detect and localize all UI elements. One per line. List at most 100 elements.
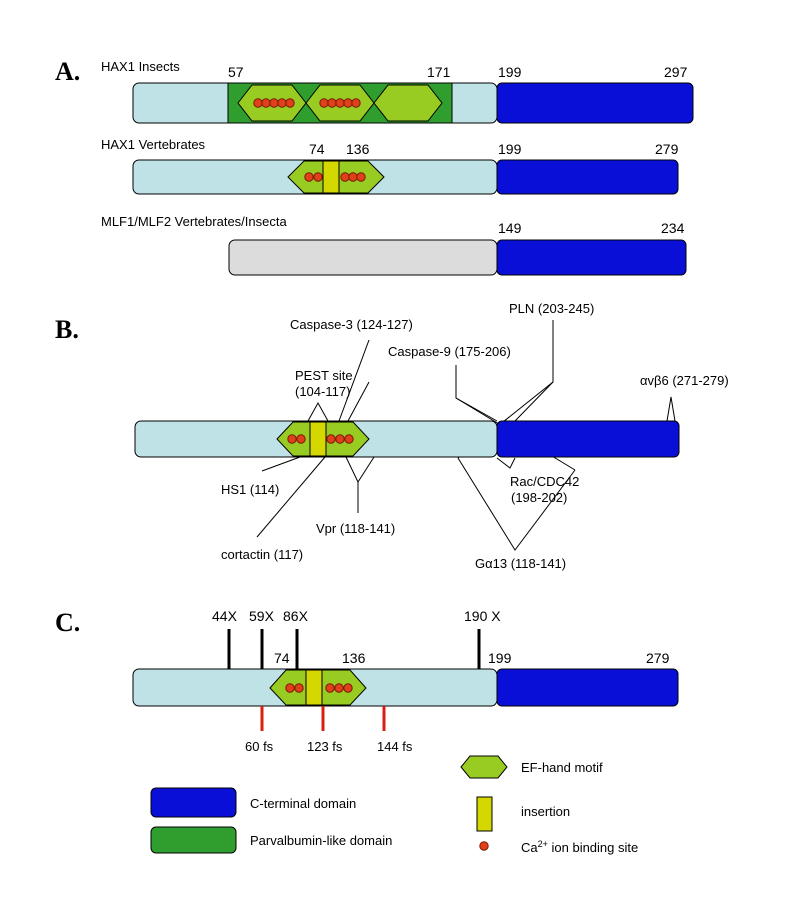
mlf-label: MLF1/MLF2 Vertebrates/Insecta bbox=[101, 214, 287, 229]
ca-binding-site bbox=[325, 683, 335, 693]
vertebrates-pos-279: 279 bbox=[655, 141, 679, 157]
nonsense-190x-label: 190 X bbox=[464, 608, 501, 624]
mlf-n-terminal-region bbox=[228, 239, 498, 276]
legend-ef-hand-label: EF-hand motif bbox=[521, 760, 603, 775]
hax1-vertebrates-domain-bar bbox=[132, 159, 679, 195]
panel-b-letter: B. bbox=[55, 315, 79, 344]
legend-ca-suffix: ion binding site bbox=[548, 840, 638, 855]
c-pos-199: 199 bbox=[488, 650, 512, 666]
mlf-pos-234: 234 bbox=[661, 220, 685, 236]
ca-binding-site bbox=[253, 98, 263, 108]
frameshift-123fs-label: 123 fs bbox=[307, 739, 343, 754]
caspase3-connector-2 bbox=[347, 381, 370, 422]
ca-binding-site bbox=[285, 98, 295, 108]
mlf-pos-149: 149 bbox=[498, 220, 522, 236]
insects-pos-171: 171 bbox=[427, 64, 451, 80]
frameshift-144fs-label: 144 fs bbox=[377, 739, 413, 754]
caspase9-connector-2 bbox=[455, 397, 498, 422]
ca-binding-site bbox=[340, 172, 350, 182]
legend-c-terminal-swatch bbox=[150, 787, 237, 818]
ca-binding-site bbox=[343, 683, 353, 693]
ca-binding-site bbox=[326, 434, 336, 444]
ca-binding-site bbox=[304, 172, 314, 182]
nonsense-86x-label: 86X bbox=[283, 608, 309, 624]
vertebrates-pos-199: 199 bbox=[498, 141, 522, 157]
ca-binding-site bbox=[348, 172, 358, 182]
caspase3-connector bbox=[338, 339, 370, 422]
ca-binding-site bbox=[269, 98, 279, 108]
avb6-connector bbox=[666, 396, 676, 422]
c-terminal-domain bbox=[496, 420, 680, 458]
c-pos-74: 74 bbox=[274, 650, 290, 666]
c-pos-279: 279 bbox=[646, 650, 670, 666]
ca-binding-site bbox=[343, 98, 353, 108]
c-terminal-domain bbox=[496, 82, 694, 124]
rac-connector bbox=[496, 457, 516, 469]
legend-insertion-label: insertion bbox=[521, 804, 570, 819]
ca-binding-site bbox=[294, 683, 304, 693]
hax1-insects-label: HAX1 Insects bbox=[101, 59, 180, 74]
ca-binding-site bbox=[261, 98, 271, 108]
legend-ca-site-swatch bbox=[479, 841, 489, 851]
ca-binding-site bbox=[285, 683, 295, 693]
ca-binding-site bbox=[334, 683, 344, 693]
legend-parvalbumin-swatch bbox=[150, 826, 237, 854]
hax1-insects-domain-bar bbox=[132, 82, 694, 124]
panel-b-domain-bar bbox=[134, 420, 680, 458]
panel-a-letter: A. bbox=[55, 57, 80, 86]
caspase3-label: Caspase-3 (124-127) bbox=[290, 317, 413, 332]
legend-ca-superscript: 2+ bbox=[538, 839, 548, 849]
ca-binding-site bbox=[356, 172, 366, 182]
pest-label-line2: (104-117) bbox=[295, 384, 350, 399]
ca-binding-site bbox=[335, 434, 345, 444]
insects-pos-297: 297 bbox=[664, 64, 688, 80]
ca-binding-site bbox=[287, 434, 297, 444]
ca-binding-site bbox=[313, 172, 323, 182]
legend-ef-hand-swatch bbox=[460, 755, 508, 779]
ca-binding-site bbox=[319, 98, 329, 108]
hs1-connector bbox=[261, 456, 301, 472]
ca-binding-site bbox=[335, 98, 345, 108]
hax1-vertebrates-label: HAX1 Vertebrates bbox=[101, 137, 206, 152]
c-terminal-domain bbox=[496, 159, 679, 195]
nonsense-59x-label: 59X bbox=[249, 608, 275, 624]
legend-c-terminal-label: C-terminal domain bbox=[250, 796, 356, 811]
legend-ca-prefix: Ca bbox=[521, 840, 538, 855]
pest-label-line1: PEST site bbox=[295, 368, 353, 383]
vpr-connector bbox=[345, 456, 375, 484]
nonsense-44x-label: 44X bbox=[212, 608, 238, 624]
frameshift-60fs-label: 60 fs bbox=[245, 739, 274, 754]
mlf-domain-bar bbox=[228, 239, 687, 276]
insects-pos-199: 199 bbox=[498, 64, 522, 80]
ca-binding-site bbox=[344, 434, 354, 444]
panel-c-letter: C. bbox=[55, 608, 80, 637]
cortactin-label: cortactin (117) bbox=[221, 547, 303, 562]
c-pos-136: 136 bbox=[342, 650, 366, 666]
c-terminal-domain bbox=[496, 668, 679, 707]
legend-insertion-swatch bbox=[476, 796, 493, 832]
ga13-connector bbox=[457, 457, 576, 551]
insertion bbox=[309, 421, 327, 457]
legend-parvalbumin-label: Parvalbumin-like domain bbox=[250, 833, 392, 848]
nonsense-markers bbox=[227, 629, 481, 671]
legend-ca-site-label: Ca2+ ion binding site bbox=[521, 839, 638, 855]
cortactin-connector bbox=[256, 456, 326, 538]
pln-label: PLN (203-245) bbox=[509, 301, 594, 316]
insertion bbox=[305, 669, 323, 706]
vertebrates-pos-136: 136 bbox=[346, 141, 370, 157]
rac-label-line2: (198-202) bbox=[511, 490, 567, 505]
hs1-label: HS1 (114) bbox=[221, 482, 279, 497]
caspase9-label: Caspase-9 (175-206) bbox=[388, 344, 511, 359]
pest-connector bbox=[307, 401, 329, 422]
ca-binding-site bbox=[351, 98, 361, 108]
ga13-label: Gα13 (118-141) bbox=[475, 556, 566, 571]
ca-binding-site bbox=[296, 434, 306, 444]
pln-connector-2 bbox=[514, 381, 554, 422]
legend: C-terminal domain Parvalbumin-like domai… bbox=[150, 755, 638, 855]
ca-binding-site bbox=[327, 98, 337, 108]
rac-label-line1: Rac/CDC42 bbox=[510, 474, 579, 489]
frameshift-markers bbox=[260, 706, 386, 731]
c-terminal-domain bbox=[496, 239, 687, 276]
panel-c-domain-bar bbox=[132, 668, 679, 707]
ca-binding-site bbox=[277, 98, 287, 108]
